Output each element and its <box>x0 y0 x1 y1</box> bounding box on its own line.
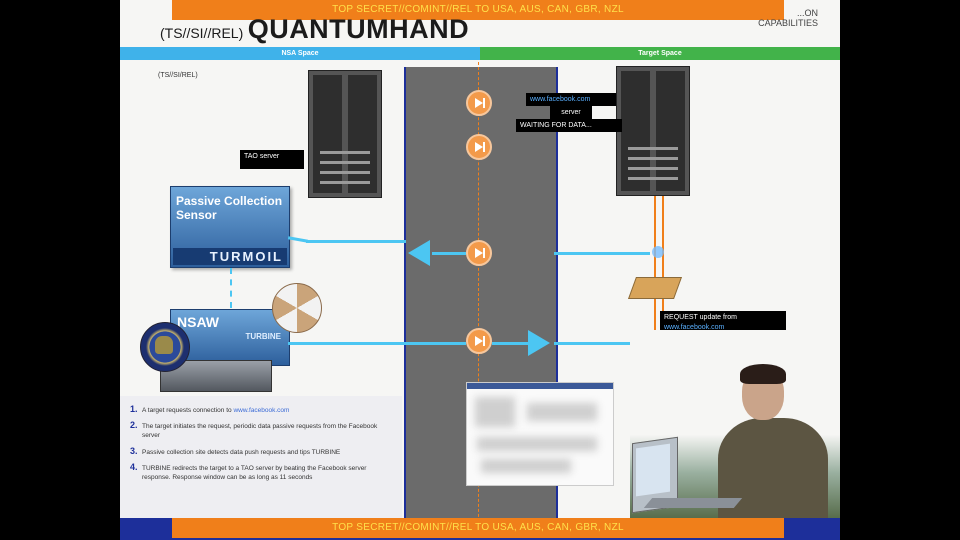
node-diode-icon <box>466 328 492 354</box>
steps-list: 1. A target requests connection to www.f… <box>120 396 402 520</box>
tao-server-label: TAO server <box>240 150 304 169</box>
slide: TOP SECRET//COMINT//REL TO USA, AUS, CAN… <box>120 0 840 540</box>
flow-line-request-channel <box>432 252 466 255</box>
turbine-wheel-icon <box>272 283 322 333</box>
list-item: 3. Passive collection site detects data … <box>130 446 341 457</box>
flow-line-request-nsa <box>306 240 406 243</box>
step-link[interactable]: www.facebook.com <box>233 407 290 414</box>
node-diode-icon <box>466 90 492 116</box>
nsa-space-bar: NSA Space <box>120 47 480 60</box>
node-diode-icon <box>466 134 492 160</box>
detection-glow-icon <box>652 246 664 258</box>
blurred-webpage-screenshot <box>466 382 614 486</box>
target-server-url-label: www.facebook.com <box>526 93 616 106</box>
title-classification: (TS//SI//REL) <box>160 25 244 41</box>
turbine-subtitle: TURBINE <box>245 332 281 341</box>
list-item: 1. A target requests connection to www.f… <box>130 404 290 415</box>
logo-text: ...ON CAPABILITIES <box>758 8 818 28</box>
flow-line-redirect-channel-2 <box>492 342 528 345</box>
router-icon <box>627 277 683 299</box>
flow-line-redirect-target <box>554 342 650 345</box>
target-user-photo <box>630 330 840 520</box>
sensor-brand-label: TURMOIL <box>173 248 287 265</box>
target-space-bar: Target Space <box>480 47 840 60</box>
flow-line-request-target <box>554 252 650 255</box>
target-server-icon <box>616 66 690 196</box>
section-classification: (TS//SI/REL) <box>158 72 198 79</box>
slide-title: (TS//SI//REL) QUANTUMHAND <box>160 14 469 45</box>
space-divider-line <box>478 62 479 532</box>
classification-banner-bottom: TOP SECRET//COMINT//REL TO USA, AUS, CAN… <box>172 518 784 538</box>
turbine-title: NSAW <box>177 314 219 330</box>
target-server-status-label: WAITING FOR DATA... <box>516 119 622 132</box>
seal-eagle-icon <box>155 336 173 354</box>
flow-line-turbine-out <box>288 342 408 345</box>
node-diode-icon <box>466 240 492 266</box>
flow-arrow-left-icon <box>408 240 430 266</box>
flow-line-sensor-link <box>287 236 309 243</box>
tao-server-icon <box>308 70 382 198</box>
flow-arrow-right-icon <box>528 330 550 356</box>
classification-banner-top: TOP SECRET//COMINT//REL TO USA, AUS, CAN… <box>172 0 784 20</box>
title-program-name: QUANTUMHAND <box>247 14 470 44</box>
list-item: 4. TURBINE redirects the target to a TAO… <box>130 462 367 482</box>
list-item: 2. The target initiates the request, per… <box>130 420 378 440</box>
flow-line-redirect-channel <box>408 342 466 345</box>
target-link-line <box>654 196 656 432</box>
sensor-turbine-connector <box>230 268 232 308</box>
target-server-type-label: server <box>550 106 592 119</box>
